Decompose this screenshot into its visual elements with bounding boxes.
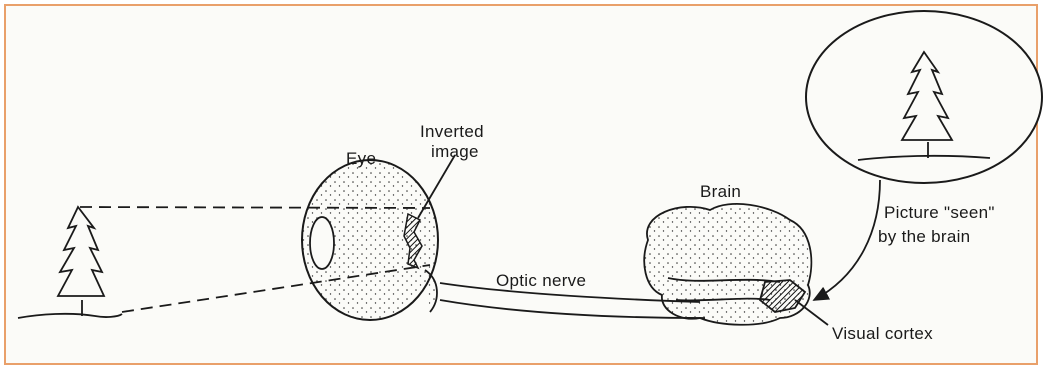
brain [644,204,811,325]
label-visual-cortex: Visual cortex [832,324,933,343]
label-eye: Eye [346,149,376,168]
label-inverted-line2: image [431,142,479,161]
label-optic-nerve: Optic nerve [496,271,586,290]
label-picture-seen-line1: Picture "seen" [884,203,995,222]
label-brain: Brain [700,182,741,201]
eye [302,160,438,320]
label-inverted-line1: Inverted [420,122,484,141]
real-tree [18,207,122,318]
picture-seen-circle [806,11,1042,183]
label-picture-seen-line2: by the brain [878,227,970,246]
